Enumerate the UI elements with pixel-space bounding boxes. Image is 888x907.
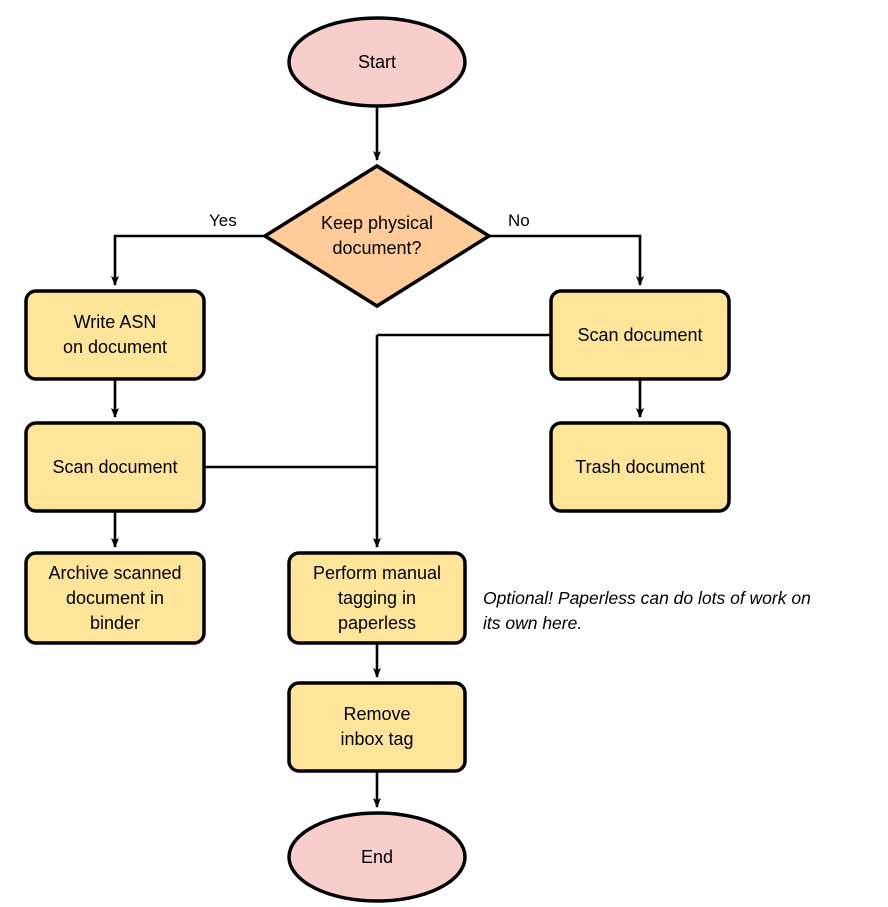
edge-label-no: No <box>508 211 530 230</box>
node-remove-inbox-tag-shape[interactable] <box>287 681 467 773</box>
node-archive-binder-shape[interactable] <box>24 551 206 645</box>
edge-decision-yes-to-write-asn <box>111 234 265 286</box>
edge-decision-no-to-scan-right <box>489 234 644 286</box>
node-trash-shape[interactable] <box>549 421 731 513</box>
node-scan-right-shape[interactable] <box>549 289 731 381</box>
node-write-asn-shape[interactable] <box>24 289 206 381</box>
node-end-shape[interactable] <box>287 811 467 903</box>
optional-note-text: Optional! Paperless can do lots of work … <box>483 588 811 633</box>
edge-label-yes: Yes <box>209 211 237 230</box>
node-start-shape[interactable] <box>287 16 467 108</box>
node-scan-left-shape[interactable] <box>24 421 206 513</box>
node-keep-physical-shape[interactable] <box>261 163 493 309</box>
node-manual-tagging-shape[interactable] <box>287 551 467 645</box>
